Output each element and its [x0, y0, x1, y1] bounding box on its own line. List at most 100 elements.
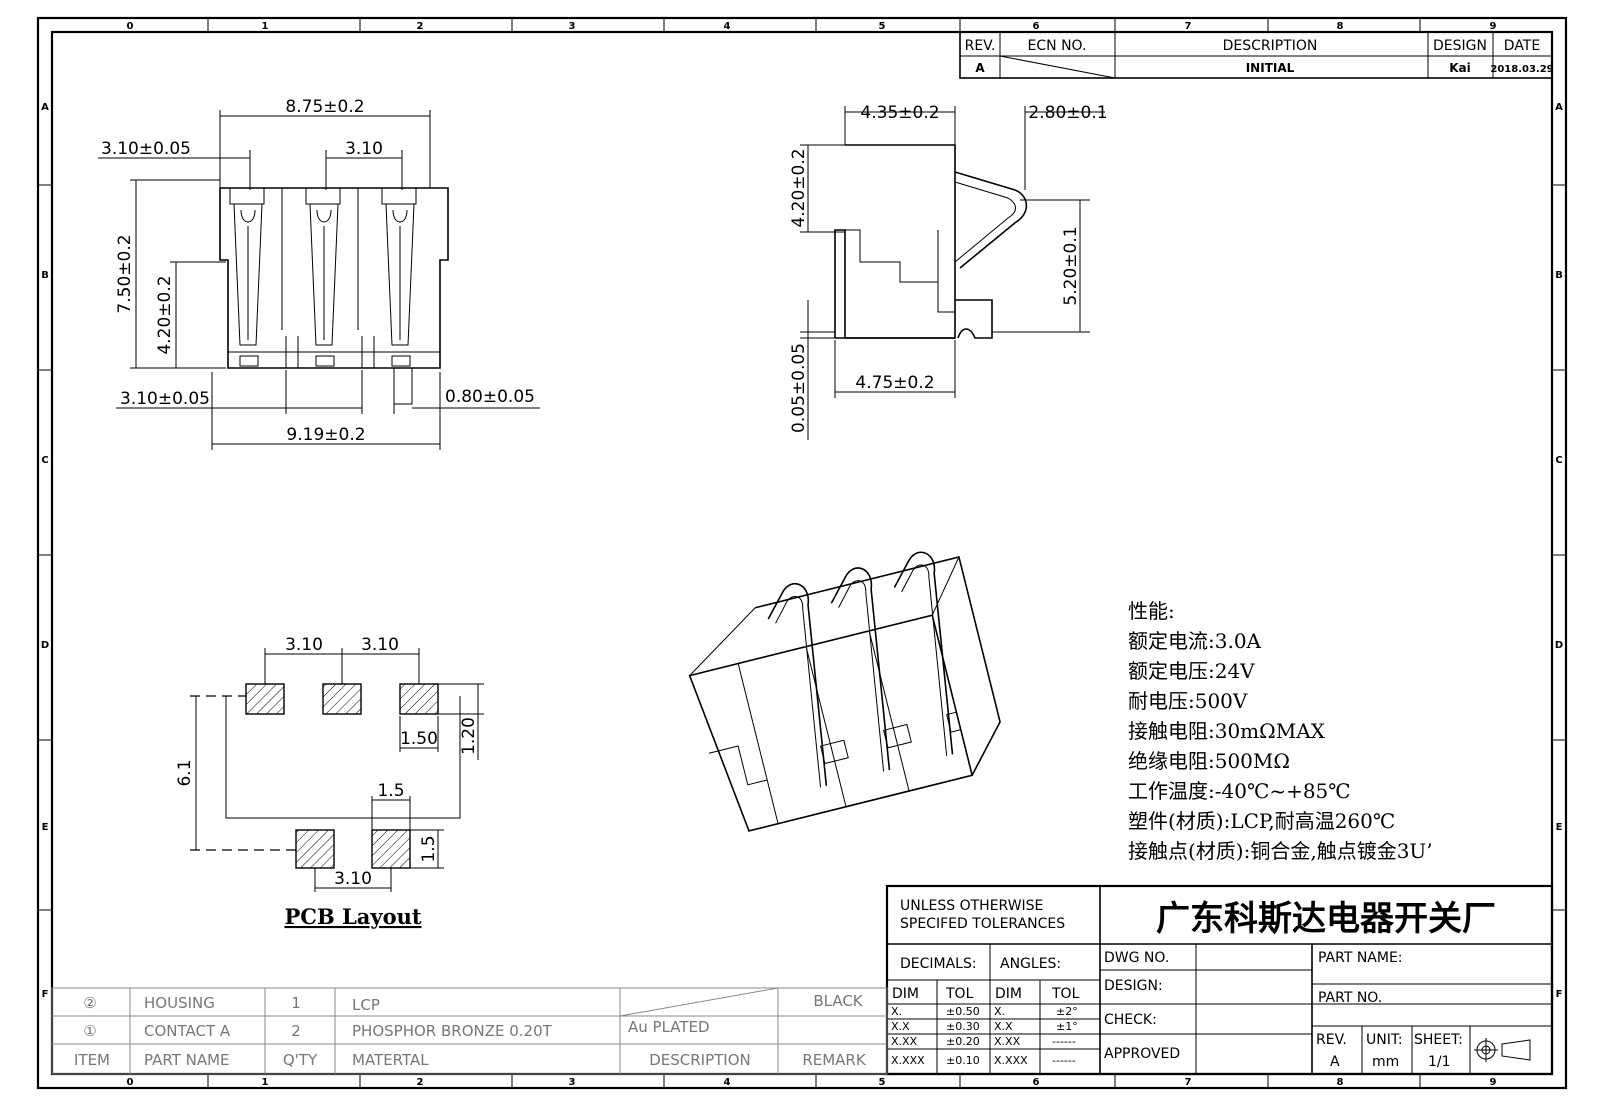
angles-label: ANGLES:	[1000, 956, 1061, 972]
rev-value: A	[975, 61, 985, 75]
zone-right-a: A	[1555, 102, 1563, 113]
dim-tail-width: 0.80±0.05	[445, 387, 535, 407]
zone-top-6: 6	[1033, 21, 1040, 32]
dim-pcb-pad-width-top: 1.50	[400, 729, 438, 749]
angle-row-4-tol: ------	[1052, 1054, 1076, 1067]
dim-col-label-2: DIM	[995, 986, 1022, 1002]
dim-pcb-pitch-a: 3.10	[285, 635, 323, 655]
zone-top-1: 1	[262, 21, 269, 32]
dim-top-left-pitch: 3.10±0.05	[101, 139, 191, 159]
zone-left-a: A	[41, 102, 49, 113]
date-header: DATE	[1504, 38, 1540, 54]
angle-row-4-dim: X.XXX	[994, 1054, 1028, 1067]
tol-col-label-1: TOL	[945, 986, 974, 1002]
title-block: UNLESS OTHERWISE SPECIFED TOLERANCES DEC…	[885, 884, 1554, 1076]
dim-bottom-left-pitch: 3.10±0.05	[120, 389, 210, 409]
pcb-pad-5	[371, 829, 411, 869]
design-label: DESIGN:	[1104, 978, 1163, 994]
zone-right-e: E	[1556, 822, 1563, 833]
spec-housing-material: 塑件(材质):LCP,耐高温260℃	[1128, 809, 1395, 833]
zone-top-8: 8	[1337, 21, 1344, 32]
bom-row-2-item: ②	[83, 994, 96, 1012]
angle-row-3-tol: ------	[1052, 1035, 1076, 1048]
zone-bottom-9: 9	[1490, 1077, 1497, 1088]
dim-bottom-overall: 9.19±0.2	[286, 425, 365, 445]
bom-row-2-qty: 1	[291, 994, 301, 1012]
dim-side-bottom-gap: 0.05±0.05	[789, 343, 809, 433]
decimal-row-2-tol: ±0.30	[946, 1020, 980, 1033]
isometric-view	[688, 551, 1001, 832]
bom-row-1-qty: 2	[291, 1022, 301, 1040]
unit-label: UNIT:	[1366, 1032, 1403, 1048]
zone-right-d: D	[1555, 640, 1563, 651]
design-header: DESIGN	[1433, 38, 1487, 54]
spec-rated-current: 额定电流:3.0A	[1128, 629, 1262, 653]
bom-row-1-description: Au PLATED	[628, 1018, 710, 1036]
decimal-row-2-dim: X.X	[891, 1020, 910, 1033]
pcb-pad-1	[245, 683, 285, 715]
spec-operating-temp: 工作温度:-40℃~+85℃	[1128, 779, 1351, 803]
decimal-row-4-dim: X.XXX	[891, 1054, 925, 1067]
decimal-row-3-tol: ±0.20	[946, 1035, 980, 1048]
zone-left-c: C	[41, 455, 48, 466]
bom-row-2-material: LCP	[352, 996, 380, 1014]
pcb-pad-2	[322, 683, 362, 715]
date-value: 2018.03.29	[1490, 64, 1553, 75]
angle-row-1-tol: ±2°	[1056, 1005, 1078, 1018]
revision-table: REV. ECN NO. DESCRIPTION DESIGN DATE A I…	[959, 31, 1554, 79]
sheet-value: 1/1	[1428, 1054, 1451, 1070]
bom-header-item: ITEM	[74, 1051, 110, 1069]
bom-header-description: DESCRIPTION	[649, 1051, 751, 1069]
zone-bottom-8: 8	[1337, 1077, 1344, 1088]
decimal-row-4-tol: ±0.10	[946, 1054, 980, 1067]
bom-header-material: MATERTAL	[352, 1051, 429, 1069]
bom-row-2-part-name: HOUSING	[144, 994, 215, 1012]
sheet-label: SHEET:	[1414, 1032, 1463, 1048]
bom-header-remark: REMARK	[802, 1051, 867, 1069]
dim-pcb-pitch-b: 3.10	[361, 635, 399, 655]
check-label: CHECK:	[1104, 1012, 1157, 1028]
zone-left-f: F	[42, 989, 49, 1000]
dim-pcb-pad-height-top: 1.20	[459, 717, 479, 755]
unit-value: mm	[1372, 1054, 1399, 1070]
rev-value: A	[1330, 1054, 1340, 1070]
angle-row-3-dim: X.XX	[994, 1035, 1021, 1048]
bom-header-qty: Q'TY	[283, 1051, 318, 1069]
spec-insulation-resistance: 绝缘电阻:500MΩ	[1128, 749, 1290, 773]
bom-row-2-remark: BLACK	[813, 992, 863, 1010]
zone-bottom-4: 4	[724, 1077, 731, 1088]
decimals-label: DECIMALS:	[900, 956, 977, 972]
dim-side-right-height: 5.20±0.1	[1061, 226, 1081, 305]
zone-bottom-6: 6	[1033, 1077, 1040, 1088]
side-view: 4.35±0.2 2.80±0.1 4.20±0.2 5.20±0.1 0.05…	[789, 103, 1108, 440]
dim-pcb-pad-height-bottom: 1.5	[419, 835, 439, 862]
company-name: 广东科斯达电器开关厂	[1156, 899, 1496, 939]
spec-rated-voltage: 额定电压:24V	[1128, 659, 1255, 683]
zone-bottom-1: 1	[262, 1077, 269, 1088]
dim-top-pitch: 3.10	[345, 139, 383, 159]
spec-contact-material: 接触点(材质):铜合金,触点镀金3U’	[1128, 839, 1433, 863]
dwg-no-label: DWG NO.	[1104, 950, 1169, 966]
pcb-pad-3	[399, 683, 439, 715]
zone-top-4: 4	[724, 21, 731, 32]
tolerance-note-line-2: SPECIFED TOLERANCES	[900, 916, 1065, 932]
zone-left-e: E	[42, 822, 49, 833]
zone-top-0: 0	[127, 21, 134, 32]
specifications: 性能: 额定电流:3.0A 额定电压:24V 耐电压:500V 接触电阻:30m…	[1128, 599, 1433, 863]
part-name-label: PART NAME:	[1318, 950, 1403, 966]
pcb-layout-title: PCB Layout	[284, 904, 421, 929]
angle-row-2-tol: ±1°	[1056, 1020, 1078, 1033]
decimal-row-3-dim: X.XX	[891, 1035, 918, 1048]
zone-left-b: B	[41, 270, 49, 281]
rev-header: REV.	[965, 38, 996, 54]
zone-bottom-0: 0	[127, 1077, 134, 1088]
approved-label: APPROVED	[1104, 1046, 1180, 1062]
rev-label: REV.	[1316, 1032, 1347, 1048]
angle-row-1-dim: X.	[994, 1005, 1005, 1018]
zone-left-d: D	[41, 640, 49, 651]
bom-row-1-item: ①	[83, 1022, 96, 1040]
bom-row-1-part-name: CONTACT A	[144, 1022, 231, 1040]
dim-side-top-right: 2.80±0.1	[1028, 103, 1107, 123]
dim-side-left-height: 4.20±0.2	[789, 148, 809, 227]
